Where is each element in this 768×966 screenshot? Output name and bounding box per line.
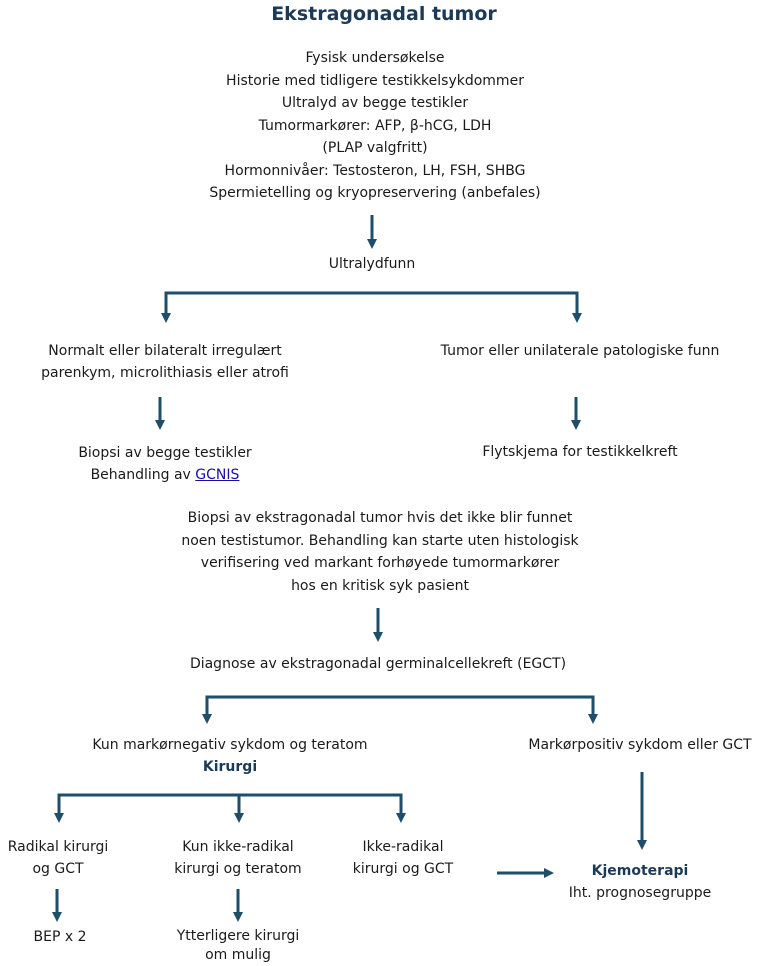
chemotherapy: Kjemoterapi Iht. prognosegruppe (555, 860, 725, 904)
note-line: noen testistumor. Behandling kan starte … (181, 532, 579, 549)
radical-line: og GCT (32, 861, 84, 877)
initial-workup-box: Fysisk undersøkelse Historie med tidlige… (170, 47, 580, 205)
teratoma-line: kirurgi og teratom (174, 861, 302, 877)
bep-x2: BEP x 2 (33, 929, 87, 945)
note-line: Biopsi av ekstragonadal tumor hvis det i… (187, 510, 573, 526)
nonradical-surgery-teratoma: Kun ikke-radikal kirurgi og teratom (150, 836, 326, 880)
workup-line: Fysisk undersøkelse (305, 50, 445, 66)
biopsy-both-testicles: Biopsi av begge testikler (78, 445, 252, 461)
connector-diagnosis-split (205, 695, 595, 718)
workup-line: Ultralyd av begge testikler (281, 95, 469, 111)
extragonadal-biopsy-note: Biopsi av ekstragonadal tumor hvis det i… (160, 507, 600, 597)
further-surgery-line: Ytterligere kirurgi (176, 928, 300, 944)
nonradical-surgery-gct: Ikke-radikal kirurgi og GCT (340, 836, 466, 880)
gcnis-link[interactable]: GCNIS (195, 467, 240, 483)
radical-line: Radikal kirurgi (7, 839, 109, 855)
radical-surgery-gct: Radikal kirurgi og GCT (0, 836, 116, 880)
left-finding-line: Normalt eller bilateralt irregulært (48, 343, 282, 359)
workup-line: Tumormarkører: AFP, β-hCG, LDH (258, 117, 492, 134)
left-action: Biopsi av begge testikler Behandling av … (40, 442, 290, 486)
surgery-label: Kirurgi (202, 759, 258, 775)
marker-negative-disease: Kun markørnegativ sykdom og teratom (92, 737, 368, 753)
further-surgery: Ytterligere kirurgi om mulig (150, 927, 326, 965)
further-surgery-line: om mulig (205, 947, 271, 963)
testicular-cancer-flowchart: Flytskjema for testikkelkreft (482, 444, 678, 460)
right-finding: Tumor eller unilaterale patologiske funn (440, 343, 720, 359)
connector-ultrasound-split (164, 291, 579, 317)
marker-positive-disease: Markørpositiv sykdom eller GCT (528, 737, 752, 753)
workup-line: Spermietelling og kryopreservering (anbe… (209, 185, 541, 201)
workup-line: (PLAP valgfritt) (322, 140, 428, 156)
note-line: verifisering ved markant forhøyede tumor… (200, 555, 560, 571)
nonradical-gct-line: Ikke-radikal (362, 839, 444, 855)
workup-line: Hormonnivåer: Testosteron, LH, FSH, SHBG (224, 162, 526, 179)
ultrasound-findings: Ultralydfunn (328, 256, 416, 272)
diagnosis-egct: Diagnose av ekstragonadal germinalcellek… (189, 656, 567, 672)
gcnis-treatment-line: Behandling av GCNIS (40, 464, 290, 486)
workup-line: Historie med tidligere testikkelsykdomme… (226, 72, 524, 89)
left-finding-line: parenkym, microlithiasis eller atrofi (41, 365, 289, 381)
teratoma-line: Kun ikke-radikal (182, 839, 294, 855)
note-line: hos en kritisk syk pasient (291, 577, 469, 594)
left-finding: Normalt eller bilateralt irregulært pare… (10, 340, 320, 384)
chemotherapy-label: Kjemoterapi (591, 863, 689, 879)
nonradical-gct-line: kirurgi og GCT (352, 861, 454, 877)
prognosis-group: Iht. prognosegruppe (568, 885, 712, 901)
page-title: Ekstragonadal tumor (271, 3, 497, 25)
connector-surgery-split (57, 793, 403, 817)
gcnis-treatment-prefix: Behandling av (90, 467, 196, 483)
